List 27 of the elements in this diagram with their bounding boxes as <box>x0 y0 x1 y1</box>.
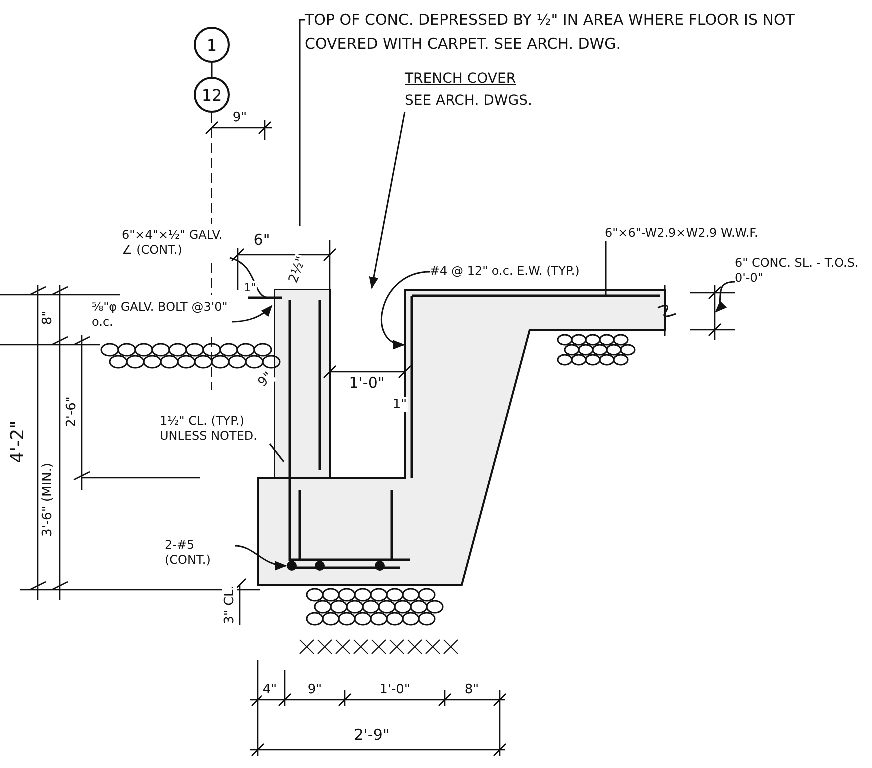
leader-line <box>715 281 736 313</box>
section-number: 1 <box>194 27 230 63</box>
leader-line <box>369 112 406 290</box>
note-text: SEE ARCH. DWGS. <box>405 92 534 111</box>
note-text: TOP OF CONC. DEPRESSED BY ½" IN AREA WHERE FLOOR IS NOT COVERED WITH CARPET. SEE ARCH. DWG. <box>305 8 865 56</box>
sheet-number: 12 <box>194 77 230 113</box>
callout-text: 6"×6"-W2.9×W2.9 W.W.F. <box>605 226 765 241</box>
dimension-text: 3" CL. <box>222 584 238 626</box>
leader-line <box>234 545 288 570</box>
callout-text: 6"×4"×½" GALV. ∠ (CONT.) <box>122 228 230 258</box>
callout-text: 1½" CL. (TYP.) UNLESS NOTED. <box>160 414 270 444</box>
dimension-text: 1" <box>242 282 258 294</box>
dimension-text: 1" <box>392 398 408 412</box>
callout-text: #4 @ 12" o.c. E.W. (TYP.) <box>430 264 620 279</box>
leader-line <box>230 257 268 299</box>
callout-text: 2-#5 (CONT.) <box>165 538 235 568</box>
dimension-text: 4" <box>262 682 278 698</box>
note-heading: TRENCH COVER <box>405 70 518 89</box>
dimension-text: 3'-6" (MIN.) <box>40 462 56 538</box>
leader-line <box>269 444 285 462</box>
leader-line <box>299 19 305 226</box>
leader-line <box>605 241 607 295</box>
callout-text: 6" CONC. SL. - T.O.S. 0'-0" <box>735 256 865 286</box>
leader-line <box>232 305 273 323</box>
leader-line <box>381 271 430 348</box>
callout-text: ⅝"φ GALV. BOLT @3'0" o.c. <box>92 300 232 330</box>
connector-line <box>211 63 213 77</box>
